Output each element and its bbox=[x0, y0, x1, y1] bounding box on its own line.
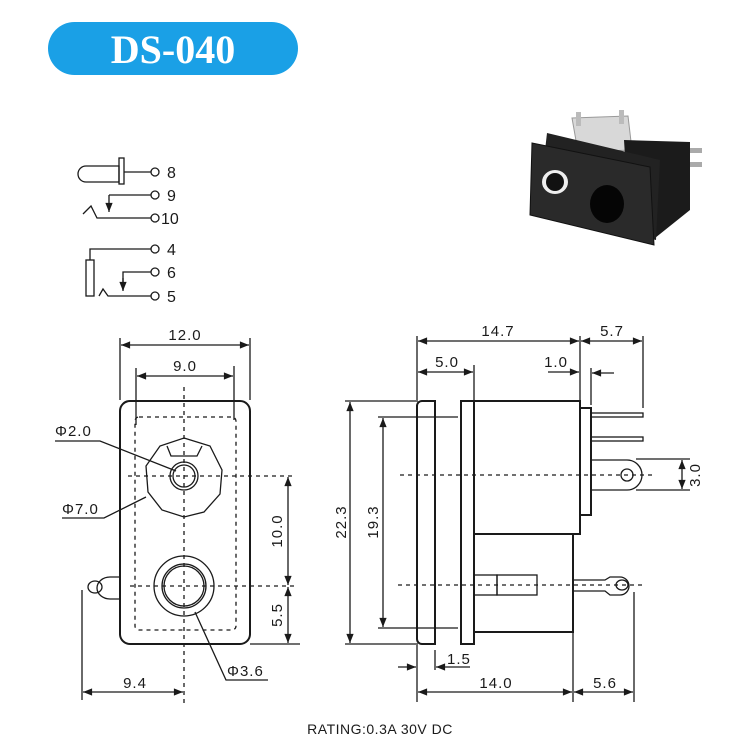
pin-label-9: 9 bbox=[167, 188, 176, 205]
product-photo bbox=[529, 110, 702, 246]
pin-middle bbox=[590, 436, 644, 442]
dim-height-inner: 19.3 bbox=[365, 505, 382, 538]
dim-rear-block: 1.0 bbox=[544, 354, 568, 371]
dim-height-outer: 22.3 bbox=[333, 505, 350, 538]
pin-6-terminal bbox=[150, 267, 160, 277]
front-flange bbox=[416, 400, 436, 645]
dim-hole-large-dia: Φ7.0 bbox=[62, 501, 99, 518]
pin-4-terminal bbox=[150, 244, 160, 254]
dim-hole-small-dia: Φ2.0 bbox=[55, 423, 92, 440]
panel-plate bbox=[460, 400, 475, 645]
lower-lug bbox=[573, 576, 630, 596]
dim-flange-to-panel: 5.0 bbox=[435, 354, 459, 371]
dim-lug-offset: 9.4 bbox=[123, 675, 147, 692]
rear-block bbox=[579, 407, 592, 516]
dim-length-bottom: 14.0 bbox=[479, 675, 512, 692]
dim-bottom-offset: 5.5 bbox=[269, 603, 286, 627]
dim-lug-extension: 5.6 bbox=[593, 675, 617, 692]
pin-label-5: 5 bbox=[167, 289, 176, 306]
large-hole-outline bbox=[145, 437, 223, 518]
pin-9-terminal bbox=[150, 190, 160, 200]
rating-text: RATING:0.3A 30V DC bbox=[307, 721, 453, 737]
pin-schematic: 8 9 10 4 6 5 bbox=[77, 157, 179, 306]
dim-lug-width: 3.0 bbox=[687, 463, 704, 487]
pin-5-terminal bbox=[150, 291, 160, 301]
pin-label-10: 10 bbox=[161, 211, 179, 228]
pin-label-6: 6 bbox=[167, 265, 176, 282]
bottom-hole-outline bbox=[153, 555, 215, 617]
dim-width-outer: 12.0 bbox=[168, 327, 201, 344]
dim-flange-thickness: 1.5 bbox=[447, 651, 471, 668]
plug-symbol bbox=[77, 165, 120, 183]
front-view: 12.0 9.0 Φ2.0 Φ7.0 Φ3.6 10.0 5.5 9.4 bbox=[55, 327, 300, 705]
dim-center-spacing: 10.0 bbox=[269, 514, 286, 547]
pin-8-terminal bbox=[150, 167, 160, 177]
dim-length-top: 14.7 bbox=[481, 323, 514, 340]
dim-hole-bottom-dia: Φ3.6 bbox=[227, 663, 264, 680]
mounting-lug bbox=[96, 576, 120, 600]
pin-label-4: 4 bbox=[167, 242, 176, 259]
title-badge: DS-040 bbox=[48, 22, 298, 75]
part-number-title: DS-040 bbox=[111, 27, 235, 72]
pin-10-terminal bbox=[150, 213, 160, 223]
upper-body bbox=[473, 400, 581, 535]
side-view: 14.7 5.7 5.0 1.0 22.3 19.3 3.0 1.5 14.0 … bbox=[333, 323, 704, 702]
pin-label-8: 8 bbox=[167, 165, 176, 182]
dim-width-inner: 9.0 bbox=[173, 358, 197, 375]
dim-pin-extension: 5.7 bbox=[600, 323, 624, 340]
pin-upper bbox=[590, 412, 644, 418]
